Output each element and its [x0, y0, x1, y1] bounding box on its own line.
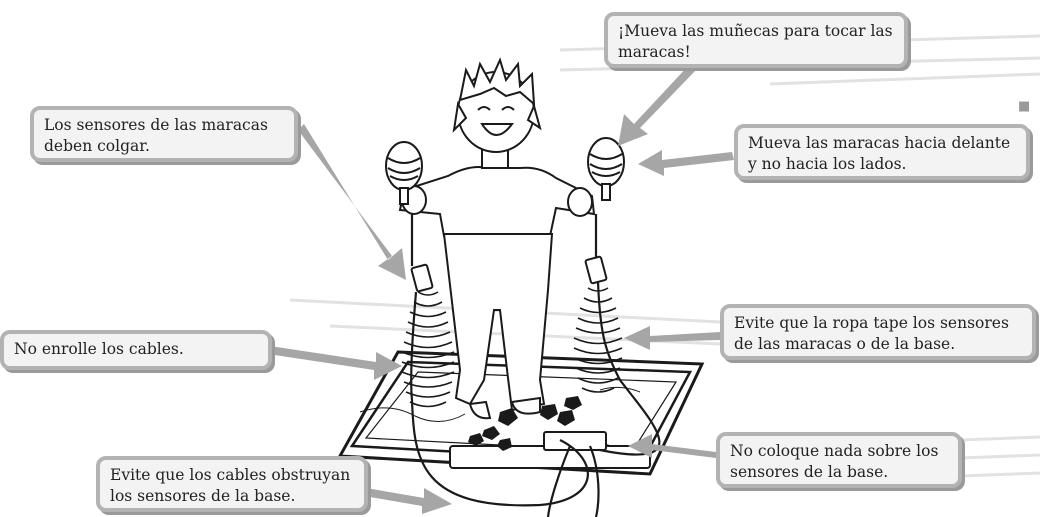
arrow-move-forward — [638, 150, 734, 176]
arrow-sensors-hang — [298, 124, 406, 280]
callout-cables-block: Evite que los cables obstruyan los senso… — [96, 456, 368, 512]
bleed-through-text: ■ — [1018, 100, 1030, 114]
callout-move-wrists: ¡Mueva las muñecas para tocar las maraca… — [604, 12, 908, 68]
callout-move-forward: Mueva las maracas hacia delante y no hac… — [734, 124, 1030, 180]
callout-no-coil: No enrolle los cables. — [0, 330, 272, 370]
arrow-clothing — [624, 326, 720, 350]
callout-sensors-hang: Los sensores de las maracas deben colgar… — [30, 106, 298, 162]
arrow-cables-block — [364, 488, 452, 514]
callout-clothing: Evite que la ropa tape los sensores de l… — [720, 304, 1036, 360]
arrow-no-coil — [268, 346, 402, 380]
arrow-move-wrists — [618, 64, 696, 146]
callout-nothing-on-base: No coloque nada sobre los sensores de la… — [716, 432, 962, 488]
